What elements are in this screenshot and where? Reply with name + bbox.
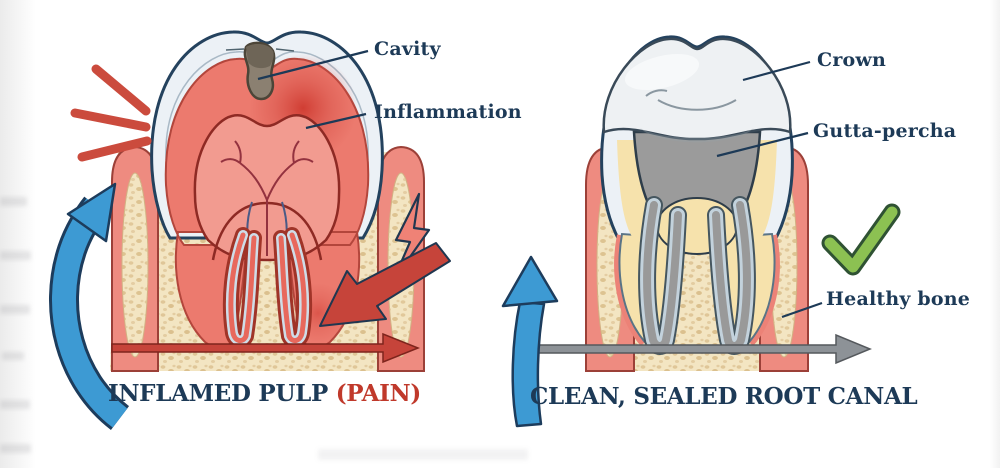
caption-inflamed-pulp: INFLAMED PULP (PAIN) [108,380,422,407]
ghost-left-edge [0,0,36,468]
curved-up-arrow-icon [49,182,130,430]
ghost-text-line [0,197,27,206]
pain-lines-icon [70,64,152,162]
ghost-text-line [0,305,30,314]
ghost-text-line [0,251,31,260]
label-healthy-bone: Healthy bone [826,288,971,310]
leader-line-cavity [257,49,369,81]
label-cavity: Cavity [374,38,441,60]
leader-line-inflammation [305,112,367,130]
ghost-text-line [0,444,31,453]
inflamed-pulp [193,114,341,262]
leader-line-healthy-bone [781,301,823,319]
caption-clean-root-canal: CLEAN, SEALED ROOT CANAL [530,383,918,410]
caption-clean-root-canal-text: CLEAN, SEALED ROOT CANAL [530,383,918,410]
inflamed-tooth-illustration [49,30,451,430]
periodontal-ligament [614,234,780,346]
ghost-text-line [318,449,528,460]
label-crown: Crown [817,49,886,71]
crown-cap [602,37,792,141]
ghost-text-line [2,352,24,360]
leader-line-gutta-percha [716,131,809,158]
ghost-right-edge [990,0,1000,468]
cavity-lesion-dark [246,44,274,69]
caption-pain-text: (PAIN) [335,380,422,407]
healthy-bone-level-arrow-icon [533,333,872,365]
label-inflammation: Inflammation [374,101,522,123]
ghost-text-line [0,400,30,409]
bone-loss-arrow-icon [111,332,421,364]
caption-inflamed-pulp-text: INFLAMED PULP [108,380,328,407]
straight-up-arrow-icon [501,255,559,428]
label-gutta-percha: Gutta-percha [813,120,957,142]
pain-direction-arrow-icon [319,242,451,327]
root-canals-inflamed [222,227,313,349]
checkmark-icon [821,203,901,276]
treated-tooth-illustration [501,35,901,428]
leader-line-crown [742,60,811,82]
enamel-crack-lines [225,48,295,52]
